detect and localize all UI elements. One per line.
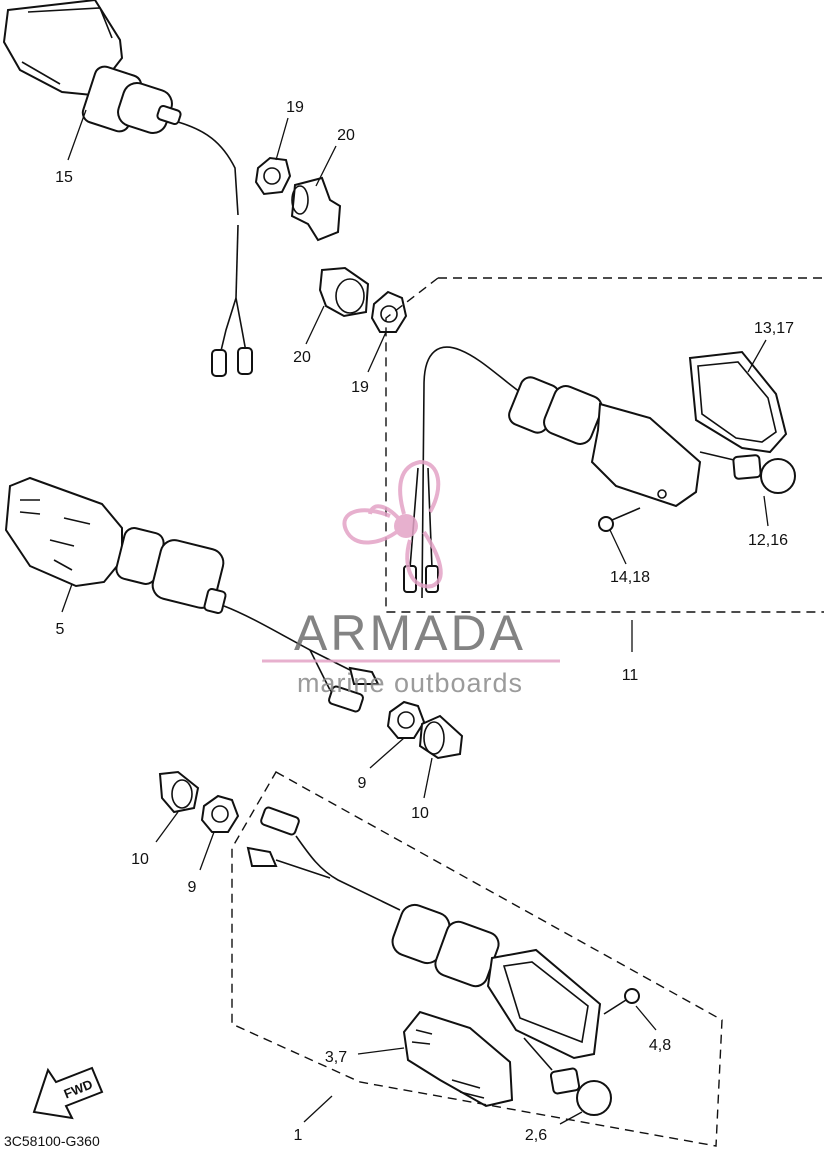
turn-signal-assembly-1[interactable] [246, 806, 602, 1060]
armada-logo: ARMADA marine outboards [262, 459, 560, 698]
callout-14-18: 14,18 [610, 569, 650, 586]
lens-3-7[interactable] [402, 1010, 514, 1108]
callout-9-low: 9 [188, 879, 197, 896]
grommet-10-low[interactable] [158, 770, 200, 814]
leader-lines [61, 109, 769, 1125]
bulb-2-6[interactable] [523, 1037, 612, 1116]
grommet-20-top[interactable] [290, 176, 342, 242]
callout-15: 15 [55, 169, 73, 186]
callout-12-16: 12,16 [748, 532, 788, 549]
propeller-icon [342, 459, 443, 589]
callout-19-mid: 19 [351, 379, 369, 396]
turn-signal-15[interactable] [2, 0, 253, 377]
assembly-11-boundary [385, 277, 824, 613]
callout-1: 1 [294, 1127, 303, 1144]
nut-9-mid[interactable] [386, 700, 426, 739]
turn-signal-assembly-11[interactable] [403, 346, 702, 599]
callout-13-17: 13,17 [754, 320, 794, 337]
grommet-20-mid[interactable] [318, 266, 370, 318]
screw-4-8[interactable] [603, 988, 640, 1015]
nut-19-mid[interactable] [370, 290, 408, 333]
nut-19-top[interactable] [254, 156, 292, 196]
callout-10-mid: 10 [411, 805, 429, 822]
callout-3-7: 3,7 [325, 1049, 347, 1066]
callout-11: 11 [622, 667, 639, 684]
diagram-code: 3C58100-G360 [4, 1133, 100, 1149]
callout-9-mid: 9 [358, 775, 367, 792]
callout-4-8: 4,8 [649, 1037, 671, 1054]
fwd-arrow-icon: FWD [32, 1066, 104, 1120]
callout-5: 5 [56, 621, 65, 638]
watermark-tagline: marine outboards [297, 668, 523, 698]
callout-2-6: 2,6 [525, 1127, 547, 1144]
turn-signal-5[interactable] [4, 476, 380, 713]
screw-14-18[interactable] [598, 507, 641, 532]
callout-20-mid: 20 [293, 349, 311, 366]
watermark-brand: ARMADA [294, 605, 526, 661]
bulb-12-16[interactable] [699, 451, 796, 494]
callout-10-low: 10 [131, 851, 149, 868]
lens-13-17[interactable] [688, 350, 788, 454]
callout-20-top: 20 [337, 127, 355, 144]
callout-19-top: 19 [286, 99, 304, 116]
grommet-10-mid[interactable] [418, 714, 464, 760]
nut-9-low[interactable] [200, 794, 240, 833]
assembly-1-boundary [231, 771, 723, 1147]
